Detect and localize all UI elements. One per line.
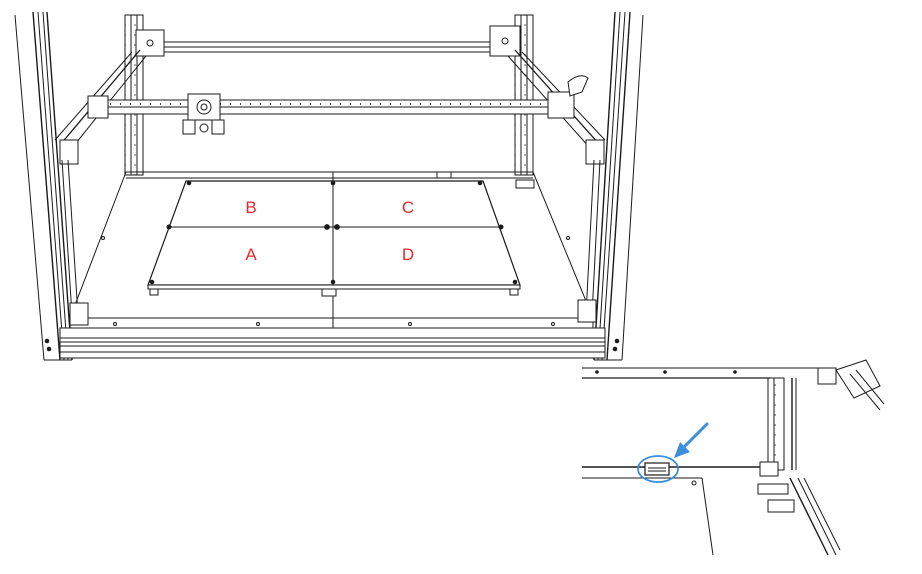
x-gantry bbox=[87, 75, 589, 119]
printer-frame bbox=[14, 11, 644, 361]
back-vertical-rails bbox=[124, 14, 534, 176]
arrow-pointer-icon bbox=[674, 422, 709, 458]
highlight-ellipse bbox=[637, 455, 679, 483]
print-head bbox=[182, 93, 225, 135]
rear-gantry bbox=[135, 25, 521, 57]
lower-verticals bbox=[61, 159, 601, 316]
left-mount bbox=[59, 139, 79, 165]
quadrant-label-a: A bbox=[245, 245, 257, 264]
quadrant-label-b: B bbox=[245, 198, 256, 217]
quadrant-labels: B C A D bbox=[245, 198, 414, 264]
front-bottom-frame bbox=[59, 327, 606, 359]
right-corner-block bbox=[577, 299, 597, 323]
print-bed bbox=[147, 180, 521, 297]
quadrant-label-d: D bbox=[402, 245, 414, 264]
left-frame-column bbox=[14, 11, 73, 361]
left-corner-block bbox=[69, 302, 89, 326]
detail-inset bbox=[582, 359, 885, 556]
right-mount bbox=[585, 139, 605, 165]
right-frame-column bbox=[593, 11, 644, 361]
quadrant-label-c: C bbox=[402, 198, 414, 217]
